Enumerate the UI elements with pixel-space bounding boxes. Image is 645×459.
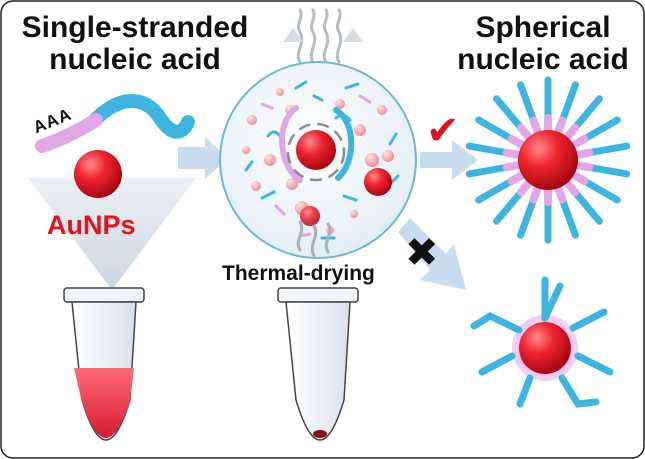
dried-test-tube-icon [277, 287, 359, 441]
bubble-center-particle [296, 130, 336, 170]
bottom-steam-icon [296, 220, 332, 258]
sna-strand [507, 135, 528, 150]
sna-strand [568, 135, 589, 150]
sna-strand [502, 148, 525, 160]
sna-strand [529, 182, 543, 204]
sna-strand [529, 116, 543, 138]
arrow-icon [178, 137, 228, 179]
sna-strand [502, 160, 525, 172]
sna-strand [517, 177, 535, 197]
test-tube-icon [63, 287, 145, 441]
sna-strand [553, 116, 567, 138]
bubble-small-particle [364, 168, 392, 196]
right-title: Spherical nucleic acid [448, 12, 638, 76]
sna-strand [561, 177, 579, 197]
cross-icon: ✖ [405, 230, 439, 276]
steam-arrow-left [283, 28, 303, 42]
right-title-line1: Spherical [475, 11, 611, 44]
steam-arrow-right [343, 28, 363, 42]
steam-icon [296, 8, 343, 64]
sna-strand [517, 123, 535, 143]
sna-strand [507, 170, 528, 185]
aunps-label: AuNPs [47, 210, 136, 240]
sna-core-particle [518, 130, 578, 190]
check-icon: ✔ [426, 108, 460, 154]
gold-nanoparticle-icon [74, 150, 122, 198]
sna-strand [571, 148, 594, 160]
left-title-line1: Single-stranded [21, 11, 249, 44]
drying-bubble [219, 61, 417, 259]
diagonal-arrow-icon [398, 218, 466, 290]
sna-strand [561, 123, 579, 143]
left-title: Single-stranded nucleic acid [10, 12, 260, 76]
spherical-nucleic-acid [465, 76, 631, 244]
single-strand-dna [35, 94, 195, 153]
sna-strand [568, 170, 589, 185]
sna-strand [553, 182, 567, 204]
failed-structure [470, 276, 614, 408]
sna-strand [571, 160, 594, 172]
arrow-icon [420, 140, 478, 180]
left-title-line2: nucleic acid [49, 43, 221, 76]
light-cone [28, 178, 196, 290]
thermal-drying-label: Thermal-drying [222, 262, 375, 285]
right-title-line2: nucleic acid [457, 43, 629, 76]
